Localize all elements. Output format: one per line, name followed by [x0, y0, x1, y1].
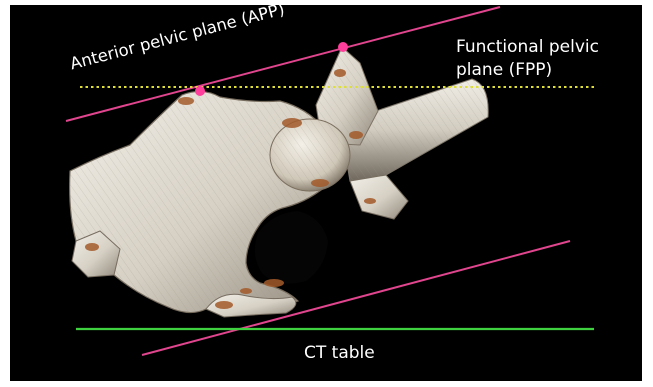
- landmark-point-pubic: [195, 86, 205, 96]
- figure-frame: Anterior pelvic plane (APP) Functional p…: [10, 5, 642, 381]
- landmark-point-asis: [338, 42, 348, 52]
- obturator-foramen: [255, 211, 328, 284]
- ct-table-label: CT table: [304, 343, 375, 364]
- fpp-label: Functional pelvic plane (FPP): [456, 36, 599, 83]
- lesser-trochanter: [350, 175, 408, 219]
